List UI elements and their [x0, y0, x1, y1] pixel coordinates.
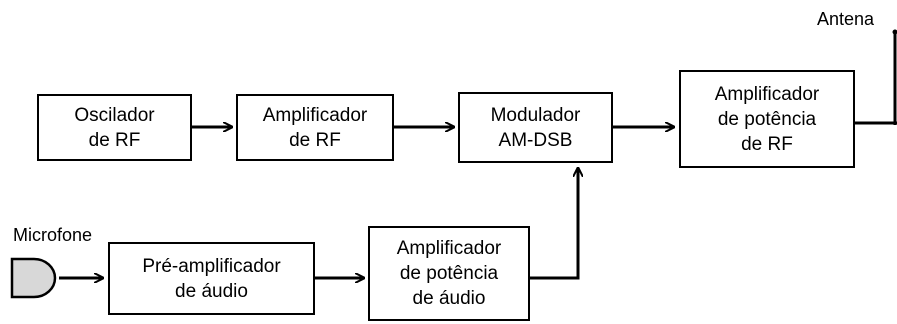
oscillator-label-line2: de RF: [88, 129, 141, 151]
block-audio-preamplifier: Pré-amplificador de áudio: [108, 242, 315, 315]
rf-amplifier-label-line2: de RF: [289, 129, 341, 151]
rf-power-amplifier-label-line2: de potência: [717, 108, 817, 130]
modulator-label-line2: AM-DSB: [498, 129, 573, 151]
block-modulator: Modulador AM-DSB: [458, 92, 613, 163]
rf-amplifier-label-line1: Amplificador: [262, 104, 368, 126]
antenna-tip-icon: [892, 29, 897, 35]
block-rf-power-amplifier: Amplificador de potência de RF: [679, 70, 855, 168]
block-audio-power-amplifier: Amplificador de potência de áudio: [368, 226, 530, 321]
rf-power-amplifier-label-line3: de RF: [741, 133, 793, 155]
audio-power-amplifier-label-line2: de potência: [399, 263, 499, 284]
microphone-label: Microfone: [13, 225, 93, 245]
block-rf-amplifier: Amplificador de RF: [236, 94, 394, 161]
block-oscillator: Oscilador de RF: [37, 94, 192, 161]
audio-preamplifier-label-line2: de áudio: [175, 280, 248, 302]
audio-power-amplifier-label-line1: Amplificador: [396, 238, 502, 259]
oscillator-label-line1: Oscilador: [74, 104, 155, 126]
arrow-audio-power-amp-to-modulator: [530, 168, 578, 280]
antenna-label: Antena: [817, 9, 875, 29]
rf-power-amplifier-label-line1: Amplificador: [714, 83, 820, 105]
modulator-label-line1: Modulador: [490, 104, 581, 126]
microphone-icon: [10, 257, 57, 299]
audio-preamplifier-label-line1: Pré-amplificador: [142, 255, 281, 277]
audio-power-amplifier-label-line3: de áudio: [412, 288, 486, 309]
